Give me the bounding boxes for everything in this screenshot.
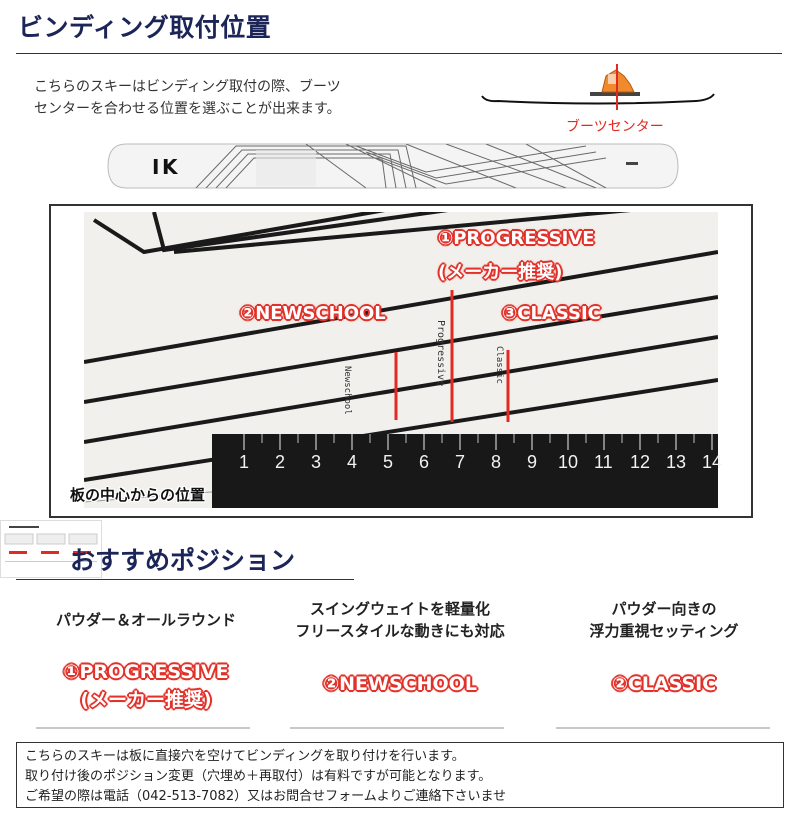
column-position-label: ②CLASSIC xyxy=(611,673,717,695)
ruler-number: 7 xyxy=(455,452,466,472)
svg-text:K: K xyxy=(162,155,179,179)
title-divider xyxy=(16,53,782,54)
column-divider xyxy=(36,727,250,729)
svg-text:I: I xyxy=(152,155,159,179)
ruler-number: 4 xyxy=(347,452,358,472)
page-title: ビンディング取付位置 xyxy=(18,13,272,42)
notice-box: こちらのスキーは板に直接穴を空けてビンディングを取り付けを行います。 取り付け後… xyxy=(16,742,784,808)
center-position-label: 板の中心からの位置 xyxy=(70,486,206,504)
ruler-number: 8 xyxy=(491,452,502,472)
ruler-number: 12 xyxy=(630,452,651,472)
ski-mark-newschool: Newschool xyxy=(342,366,352,415)
boot-center-label: ブーツセンター xyxy=(566,119,664,135)
intro-line: センターを合わせる位置を選ぶことが出来ます。 xyxy=(34,101,341,117)
column-position-label: ②NEWSCHOOL xyxy=(323,673,477,695)
ruler-number: 13 xyxy=(666,452,687,472)
ruler-number: 2 xyxy=(275,452,286,472)
ski-mark-progressive: Progressive xyxy=(435,320,446,387)
ruler-number: 11 xyxy=(594,452,613,472)
column-position-label: ①PROGRESSIVE (メーカー推奨) xyxy=(63,661,229,711)
recommended-divider xyxy=(16,579,354,580)
ruler-number: 9 xyxy=(527,452,538,472)
position-column-classic: パウダー向きの 浮力重視セッティング ②CLASSIC xyxy=(544,598,784,698)
column-divider xyxy=(290,727,504,729)
ruler-number: 5 xyxy=(383,452,394,472)
ruler-number: 14 xyxy=(702,452,723,472)
ruler-numbers: 1 2 3 4 5 6 7 8 9 10 11 12 13 14 xyxy=(212,452,722,476)
notice-line: こちらのスキーは板に直接穴を空けてビンディングを取り付けを行います。 xyxy=(25,749,465,764)
ruler-number: 10 xyxy=(558,452,579,472)
ski-surface-graphic xyxy=(84,212,718,508)
label-progressive: ①PROGRESSIVE xyxy=(438,228,595,249)
column-description: パウダー向きの 浮力重視セッティング xyxy=(589,600,739,640)
notice-line: ご希望の際は電話（042-513-7082）又はお問合せフォームよりご連絡下さい… xyxy=(25,789,507,804)
column-divider xyxy=(556,727,770,729)
ruler-number: 3 xyxy=(311,452,322,472)
label-newschool: ②NEWSCHOOL xyxy=(240,303,386,324)
ski-mark-classic: Classic xyxy=(494,346,504,384)
ski-side-illustration xyxy=(481,64,715,110)
column-description: スイングウェイトを軽量化 フリースタイルな動きにも対応 xyxy=(295,600,505,640)
label-maker-recommended: (メーカー推奨) xyxy=(438,262,563,283)
ski-closeup-photo xyxy=(84,212,718,508)
notice-line: 取り付け後のポジション変更（穴埋め＋再取付）は有料ですが可能となります。 xyxy=(25,769,492,784)
ruler-number: 6 xyxy=(419,452,430,472)
recommended-title: おすすめポジション xyxy=(70,546,296,575)
thumbnail-preview xyxy=(0,520,102,578)
column-description: パウダー＆オールラウンド xyxy=(55,611,236,629)
label-classic: ③CLASSIC xyxy=(502,303,601,324)
intro-text: こちらのスキーはビンディング取付の際、ブーツ センターを合わせる位置を選ぶことが… xyxy=(34,76,341,120)
position-column-progressive: パウダー＆オールラウンド ①PROGRESSIVE (メーカー推奨) xyxy=(26,598,266,714)
intro-line: こちらのスキーはビンディング取付の際、ブーツ xyxy=(34,79,341,95)
position-column-newschool: スイングウェイトを軽量化 フリースタイルな動きにも対応 ②NEWSCHOOL xyxy=(280,598,520,698)
ruler-number: 1 xyxy=(239,452,250,472)
ski-top-graphic: I K xyxy=(107,143,679,189)
